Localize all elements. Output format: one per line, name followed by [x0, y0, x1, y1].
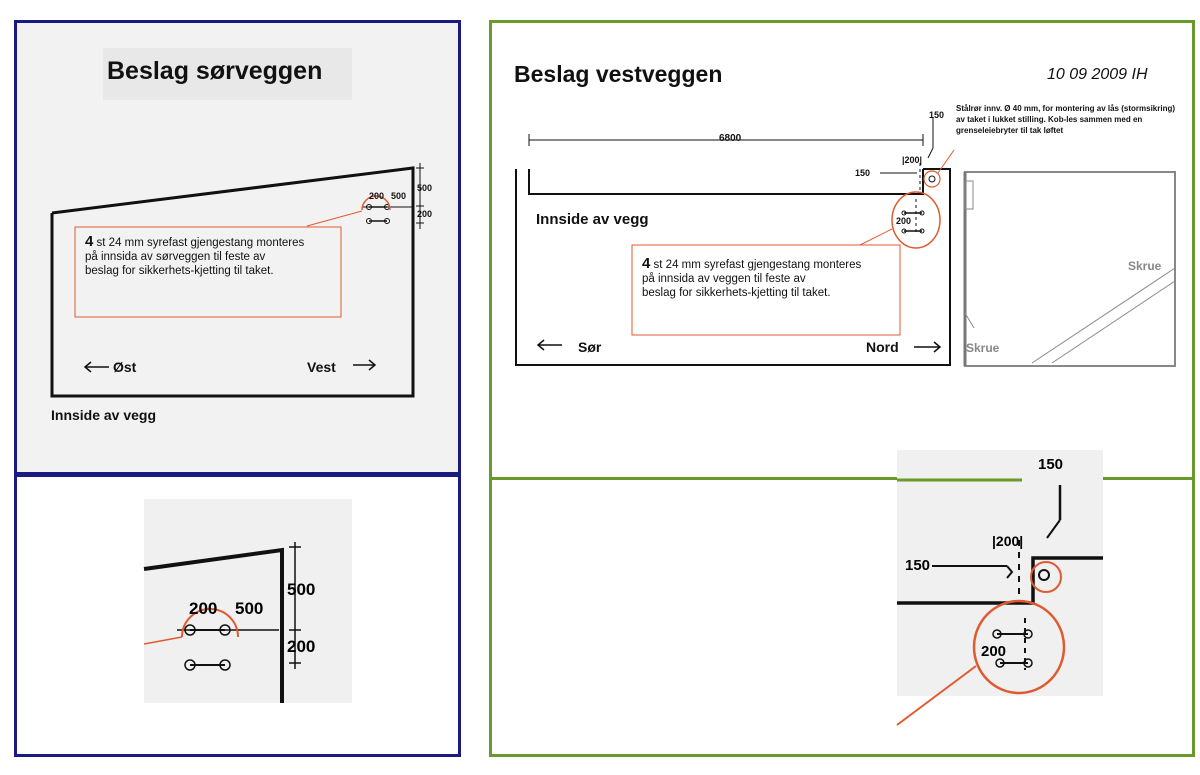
title-background	[103, 48, 352, 100]
pipe-note: Stålrør innv. Ø 40 mm, for montering av …	[956, 104, 1176, 135]
dim-200: 200	[369, 191, 385, 201]
zoom-dim-150-top: 150	[1038, 456, 1064, 473]
dim-200-top: |200|	[902, 155, 923, 165]
south-note: 4 st 24 mm syrefast gjengestang monteres…	[85, 233, 340, 278]
label-north: Nord	[866, 339, 899, 355]
zoom-dim-150-left: 150	[905, 557, 931, 574]
note-count: 4	[642, 255, 651, 272]
dim-6800: 6800	[719, 133, 742, 144]
zoom-wall-outline	[897, 556, 1103, 605]
dim-500-horizontal: 500	[391, 191, 407, 201]
west-zoom-background	[897, 450, 1103, 696]
zoom-dim-200-top: |200|	[992, 533, 1024, 549]
west-wall-panel: Beslag vestveggen 10 09 2009 IH	[489, 20, 1195, 477]
zoom-bolt-leader	[896, 665, 977, 726]
south-wall-panel: Beslag sørveggen 200 500 500 200 4 st 24…	[14, 20, 461, 475]
zoom-background	[144, 499, 352, 703]
west-note: 4 st 24 mm syrefast gjengestang monteres…	[642, 255, 897, 300]
zoom-annotation-leader	[143, 636, 183, 645]
annotation-arc	[361, 195, 391, 211]
zoom-dim-200-vertical: 200	[287, 637, 316, 656]
note-line-3: beslag for sikkerhets-kjetting til taket…	[85, 265, 274, 277]
screw-label-2: Skrue	[966, 341, 1000, 355]
note-line-2: på innsida av sørveggen til feste av	[85, 251, 266, 263]
note-box	[74, 226, 342, 318]
note-line-2: på innsida av veggen til feste av	[642, 273, 806, 285]
annotation-leader	[306, 210, 363, 227]
west-title: Beslag vestveggen	[514, 61, 723, 87]
west-wall-drawing	[515, 118, 1176, 367]
dim-200-circle: 200	[896, 216, 912, 226]
south-zoom-panel: 200 500 500 200	[14, 474, 461, 757]
zoom-dim-500-vertical: 500	[287, 580, 316, 599]
wall-label: Innside av vegg	[536, 211, 649, 228]
screw-label-1: Skrue	[1128, 259, 1162, 273]
dim-150-left: 150	[855, 168, 871, 178]
dim-200-vertical: 200	[417, 209, 433, 219]
zoom-pipe-circle	[1030, 561, 1062, 593]
label-south: Sør	[578, 339, 602, 355]
note-line-1: st 24 mm syrefast gjengestang monteres	[93, 237, 305, 249]
bolt-leader	[859, 228, 893, 246]
zoom-wall-outline	[143, 547, 284, 703]
south-title: Beslag sørveggen	[107, 57, 323, 85]
label-east: Øst	[113, 359, 137, 375]
note-line-1: st 24 mm syrefast gjengestang monteres	[650, 259, 862, 271]
dim-150-top: 150	[929, 110, 945, 120]
dim-500-vertical: 500	[417, 183, 433, 193]
note-count: 4	[85, 233, 94, 250]
zoom-dim-500-horizontal: 500	[235, 599, 264, 618]
zoom-dim-200-circle: 200	[981, 643, 1007, 660]
note-line-3: beslag for sikkerhets-kjetting til taket…	[642, 287, 831, 299]
south-wall-drawing	[50, 163, 424, 398]
zoom-dim-200: 200	[189, 599, 218, 618]
bolt-circle	[891, 191, 941, 249]
south-zoom-drawing	[143, 542, 301, 703]
zoom-bolt-circle	[972, 599, 1066, 695]
date-stamp: 10 09 2009 IH	[1047, 66, 1148, 83]
wall-caption: Innside av vegg	[51, 407, 157, 423]
west-zoom-panel: 150 |200| 150 200	[489, 450, 1195, 757]
west-note-box	[631, 244, 901, 336]
pipe-leader	[937, 149, 955, 174]
zoom-annotation-arc	[181, 608, 239, 638]
west-zoom-drawing	[896, 478, 1103, 726]
label-west: Vest	[307, 359, 336, 375]
wall-outline	[50, 166, 415, 398]
pipe-circle	[923, 170, 941, 188]
